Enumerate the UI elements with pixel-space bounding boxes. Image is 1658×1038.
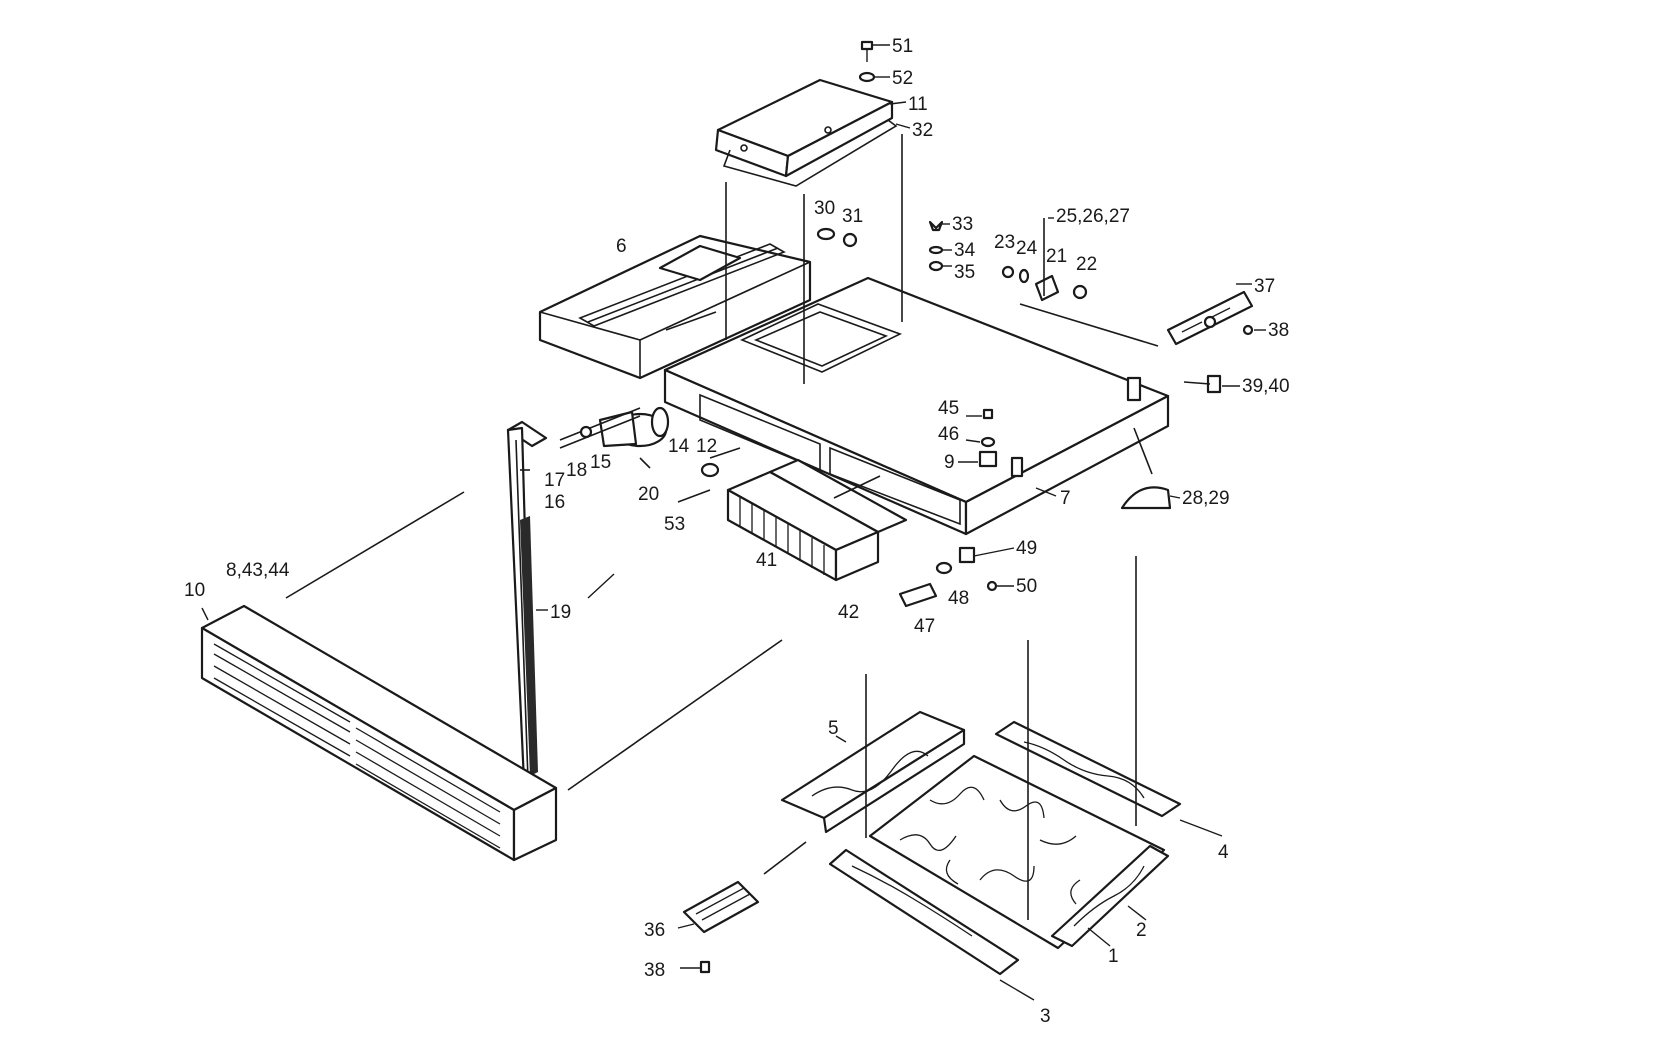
callout-6: 6: [616, 236, 627, 257]
callout-23: 23: [994, 232, 1015, 253]
vent-part-36: [682, 880, 760, 974]
leader-lines: [201, 44, 1266, 1001]
callout-20: 20: [638, 484, 659, 505]
callout-46: 46: [938, 424, 959, 445]
callout-2: 2: [1136, 920, 1147, 941]
callout-18: 18: [566, 460, 587, 481]
callout-25-26-27: 25,26,27: [1056, 206, 1130, 227]
callout-8-43-44: 8,43,44: [226, 560, 290, 581]
callout-35: 35: [954, 262, 975, 283]
front-grille-part: [200, 604, 558, 862]
callout-16: 16: [544, 492, 565, 513]
callout-33: 33: [952, 214, 973, 235]
callout-49: 49: [1016, 538, 1037, 559]
callout-52: 52: [892, 68, 913, 89]
callout-12: 12: [696, 436, 717, 457]
callout-45: 45: [938, 398, 959, 419]
callout-4: 4: [1218, 842, 1229, 863]
callout-24: 24: [1016, 238, 1038, 259]
callout-9: 9: [944, 452, 955, 473]
callout-53: 53: [664, 514, 685, 535]
callout-10: 10: [184, 580, 205, 601]
callout-14: 14: [668, 436, 690, 457]
callout-36: 36: [644, 920, 665, 941]
callout-15: 15: [590, 452, 611, 473]
callout-31: 31: [842, 206, 863, 227]
callout-30: 30: [814, 198, 835, 219]
callout-47: 47: [914, 616, 935, 637]
callout-22: 22: [1076, 254, 1097, 275]
callout-7: 7: [1060, 488, 1071, 509]
callout-5: 5: [828, 718, 839, 739]
callout-1: 1: [1108, 946, 1119, 967]
callout-50: 50: [1016, 576, 1037, 597]
callout-39-40: 39,40: [1242, 376, 1290, 397]
wiper-motor-part: [559, 406, 670, 469]
callout-21: 21: [1046, 246, 1067, 267]
callout-48: 48: [948, 588, 969, 609]
callout-19: 19: [550, 602, 571, 623]
assembly-guide-lines: [285, 134, 1211, 920]
wiper-arm-part: [506, 420, 548, 784]
callout-37: 37: [1254, 276, 1275, 297]
callout-51: 51: [892, 36, 913, 57]
callout-11: 11: [908, 94, 928, 115]
callout-38-top: 38: [1268, 320, 1289, 341]
callout-32: 32: [912, 120, 933, 141]
trim-part-4: [994, 720, 1182, 818]
trim-part-5: [780, 710, 966, 834]
callout-labels: 51 52 11 32 30 31 33 34 35 23 24 25,26,2…: [184, 36, 1290, 1027]
main-housing-part: [663, 276, 1170, 536]
top-cover-part: [714, 78, 898, 187]
vent-grille-part: [1166, 290, 1254, 346]
callout-17: 17: [544, 470, 565, 491]
trim-part-2: [1050, 844, 1170, 948]
callout-28-29: 28,29: [1182, 488, 1230, 509]
trim-part-3: [828, 848, 1020, 976]
callout-38-bottom: 38: [644, 960, 665, 981]
callout-3: 3: [1040, 1006, 1051, 1027]
bolt-part: [858, 40, 876, 83]
callout-42: 42: [838, 602, 859, 623]
left-housing-part: [538, 234, 812, 380]
callout-34: 34: [954, 240, 976, 261]
small-fastener-parts: [677, 374, 1222, 608]
callout-41: 41: [756, 550, 777, 571]
